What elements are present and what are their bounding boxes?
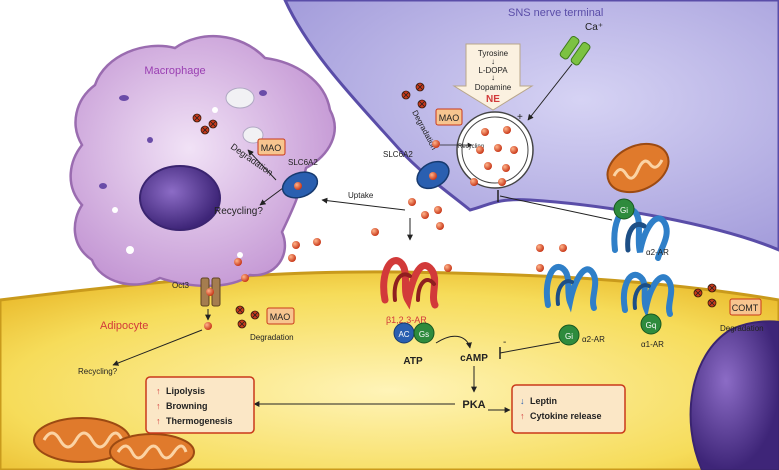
effect-left-2: Thermogenesis (166, 416, 233, 426)
macrophage-label: Macrophage (144, 65, 205, 77)
recycling-macrophage-label: Recycling? (214, 206, 263, 217)
gi-postsynaptic: Gi (565, 332, 573, 341)
gq-label: Gq (646, 321, 657, 330)
svg-text:↓: ↓ (491, 57, 495, 66)
effect-left-arrow-2: ↑ (156, 416, 161, 426)
effect-right-0: Leptin (530, 396, 557, 406)
degraded-ne (192, 82, 717, 329)
alpha1-receptor: Gq α1-AR (621, 271, 675, 349)
mao-nerve-label: MAO (439, 113, 460, 123)
comt-label: COMT (732, 303, 759, 313)
oct3-transporter: Oct3 (172, 277, 221, 321)
mao-adipocyte: MAO Degradation (250, 307, 295, 342)
minus-sign: - (503, 337, 506, 348)
pka-label: PKA (462, 399, 485, 411)
comt: COMT Degradation (720, 298, 764, 333)
tyrosine-label: Tyrosine (478, 49, 509, 58)
effect-right-arrow-1: ↑ (520, 411, 525, 421)
effects-left-box: ↑ Lipolysis ↑ Browning ↑ Thermogenesis (145, 376, 255, 434)
alpha2-presynaptic-label: α2-AR (646, 248, 669, 257)
ldopa-label: L-DOPA (478, 66, 508, 75)
recycling-adipocyte-label: Recycling? (78, 367, 118, 376)
ne-molecules (204, 126, 567, 330)
plus-sign: + (517, 112, 523, 123)
adipocyte-mitochondria (33, 417, 195, 470)
ne-label: NE (486, 94, 500, 105)
ac-label: AC (398, 330, 409, 339)
svg-text:↓: ↓ (491, 73, 495, 82)
gi-presynaptic: Gi (620, 206, 628, 215)
dopamine-label: Dopamine (475, 83, 512, 92)
atp-label: ATP (403, 356, 423, 367)
effect-left-1: Browning (166, 401, 208, 411)
sns-nerve-terminal: SNS nerve terminal (283, 0, 779, 252)
slc6a2-nerve: SLC6A2 (383, 150, 450, 190)
presynaptic-alpha2-receptor: Gi α2-AR (611, 198, 670, 261)
beta-adrenergic-receptor: β1,2,3-AR AC Gs (380, 257, 439, 344)
postsynaptic-alpha2-receptor: Gi α2-AR (544, 264, 605, 346)
alpha2-postsynaptic-label: α2-AR (582, 335, 605, 344)
ne-synthesis-pathway: Tyrosine ↓ L-DOPA ↓ Dopamine NE (452, 43, 534, 111)
effect-left-arrow-0: ↑ (156, 386, 161, 396)
degradation-adipocyte-label: Degradation (250, 333, 294, 342)
uptake-arrow: Uptake (321, 191, 406, 211)
effect-right-1: Cytokine release (530, 411, 602, 421)
slc6a2-macrophage: SLC6A2 (281, 158, 318, 199)
effect-left-arrow-1: ↑ (156, 401, 161, 411)
effects-right-box: ↓ Leptin ↑ Cytokine release (511, 384, 626, 434)
effect-left-0: Lipolysis (166, 386, 205, 396)
gs-label: Gs (419, 330, 429, 339)
beta-ar-label: β1,2,3-AR (386, 315, 427, 325)
calcium-label: Ca⁺ (585, 22, 603, 33)
oct3-label: Oct3 (172, 281, 189, 290)
sns-terminal-label: SNS nerve terminal (508, 7, 603, 19)
adipocyte-label: Adipocyte (100, 320, 148, 332)
calcium-channel: Ca⁺ + (517, 22, 603, 123)
slc6a2-macrophage-label: SLC6A2 (288, 158, 318, 167)
signaling-cascade: ATP cAMP - PKA (253, 335, 561, 413)
a2-feedback-line (499, 195, 613, 221)
slc6a2-nerve-label: SLC6A2 (383, 150, 413, 159)
uptake-label: Uptake (348, 191, 374, 200)
macrophage-nucleus (139, 165, 221, 231)
camp-label: cAMP (460, 353, 488, 364)
degradation-comt-label: Degradation (720, 324, 764, 333)
effect-right-arrow-0: ↓ (520, 396, 525, 406)
mao-macrophage-label: MAO (261, 143, 282, 153)
mao-adipocyte-label: MAO (270, 312, 291, 322)
nerve-mitochondrion (606, 142, 670, 194)
macrophage-cell: Macrophage (69, 34, 336, 288)
alpha1-label: α1-AR (641, 340, 664, 349)
